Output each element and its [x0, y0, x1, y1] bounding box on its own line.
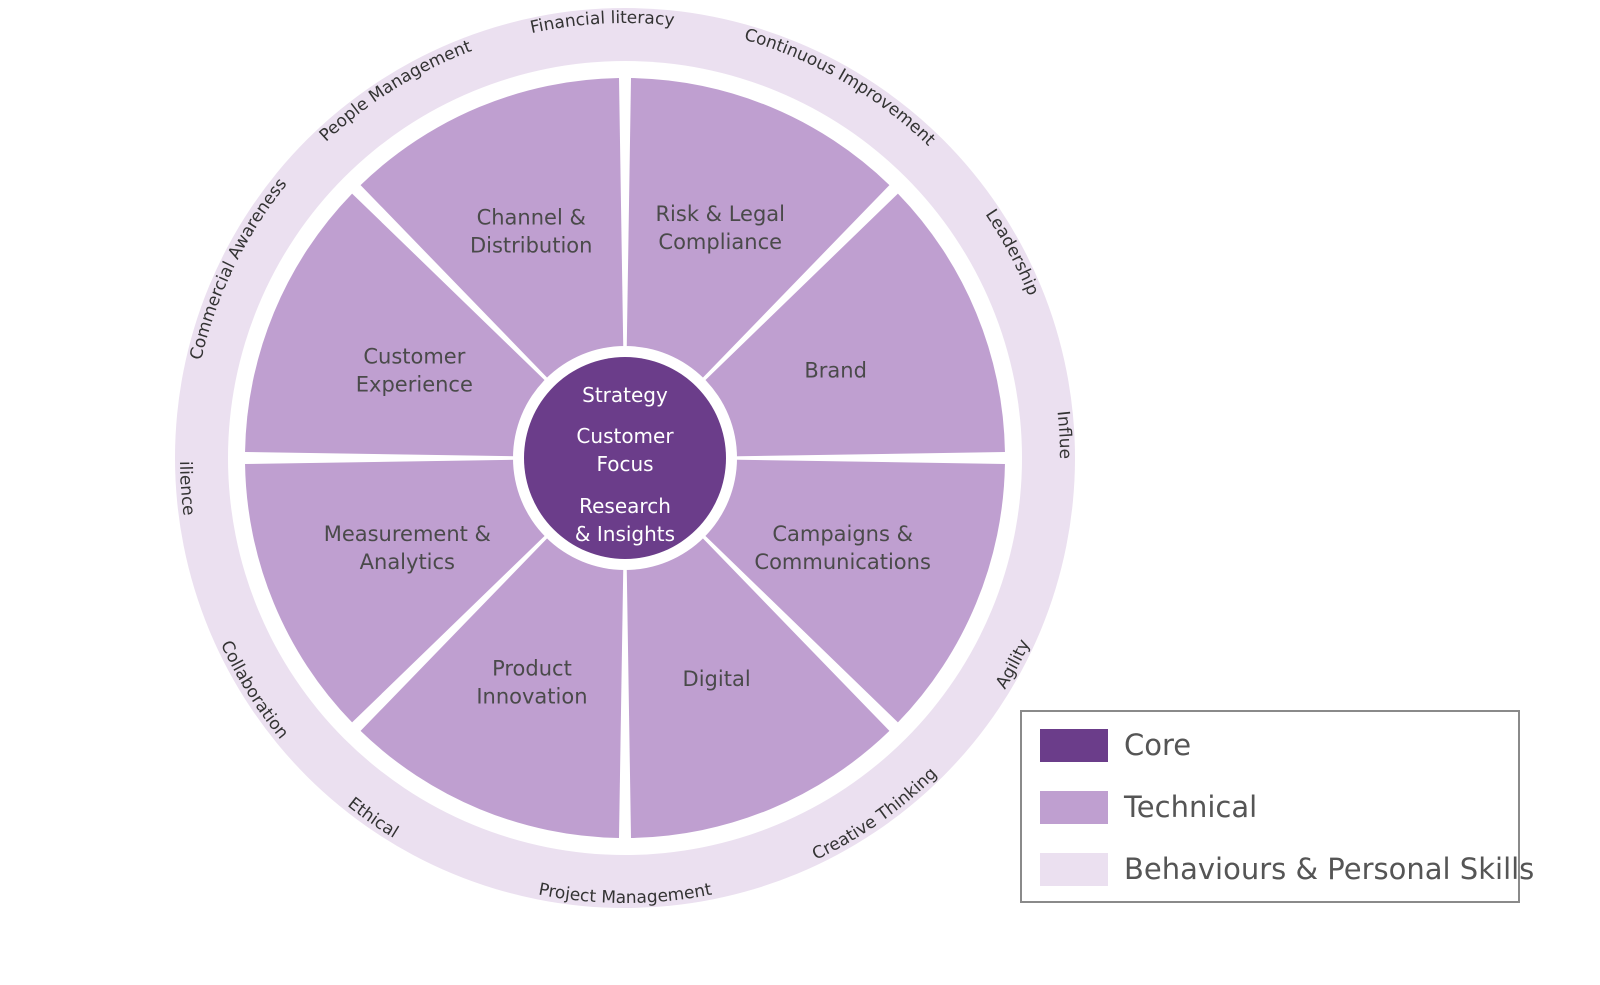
core-label-focus: Focus	[596, 452, 653, 476]
segment-label-customer-experience-line-1: Customer	[363, 345, 465, 369]
legend-item-core: Core	[1040, 728, 1191, 762]
core-circle	[524, 357, 726, 559]
legend-label-behaviours: Behaviours & Personal Skills	[1124, 852, 1535, 886]
legend-swatch-technical	[1040, 790, 1108, 824]
ring-skill-resilience: Resilience	[0, 0, 199, 517]
core-label-research: Research	[579, 494, 671, 518]
segment-label-measurement-and-analytics-line-1: Measurement &	[324, 522, 491, 546]
legend-label-core: Core	[1124, 728, 1192, 762]
legend-item-technical: Technical	[1040, 790, 1257, 824]
legend: Core Technical Behaviours & Personal Ski…	[1020, 710, 1534, 903]
segment-label-customer-experience-line-2: Experience	[356, 373, 473, 397]
segment-label-digital-line-1: Digital	[683, 667, 751, 691]
legend-item-behaviours: Behaviours & Personal Skills	[1040, 852, 1534, 886]
segment-customer-experience	[245, 193, 625, 458]
segment-campaigns-and-communications	[625, 458, 1005, 723]
segment-label-risk-and-legal-compliance-line-2: Compliance	[658, 230, 782, 254]
segment-product-innovation	[360, 458, 625, 838]
core-label-insights: & Insights	[575, 522, 675, 546]
segment-label-risk-and-legal-compliance-line-1: Risk & Legal	[655, 202, 785, 226]
segment-label-channel-and-distribution-line-2: Distribution	[470, 234, 593, 258]
legend-swatch-behaviours	[1040, 852, 1108, 886]
core-label-customer: Customer	[576, 424, 674, 448]
core-label-strategy: Strategy	[582, 383, 668, 407]
segment-label-brand-line-1: Brand	[804, 359, 867, 383]
legend-swatch-core	[1040, 728, 1108, 762]
core-labels: Strategy Customer Focus Research & Insig…	[575, 383, 675, 546]
technical-segments	[245, 78, 1005, 838]
segment-digital	[625, 458, 890, 838]
segment-label-campaigns-and-communications-line-1: Campaigns &	[772, 522, 913, 546]
segment-label-product-innovation-line-2: Innovation	[476, 685, 587, 709]
segment-label-product-innovation-line-1: Product	[492, 657, 572, 681]
segment-label-measurement-and-analytics-line-2: Analytics	[360, 550, 455, 574]
segment-label-channel-and-distribution-line-1: Channel &	[477, 206, 586, 230]
legend-label-technical: Technical	[1124, 790, 1258, 824]
segment-brand	[625, 193, 1005, 458]
segment-risk-and-legal-compliance	[625, 78, 890, 459]
segment-measurement-and-analytics	[245, 458, 625, 723]
segment-channel-and-distribution	[360, 78, 625, 459]
segment-label-campaigns-and-communications-line-2: Communications	[754, 550, 930, 574]
